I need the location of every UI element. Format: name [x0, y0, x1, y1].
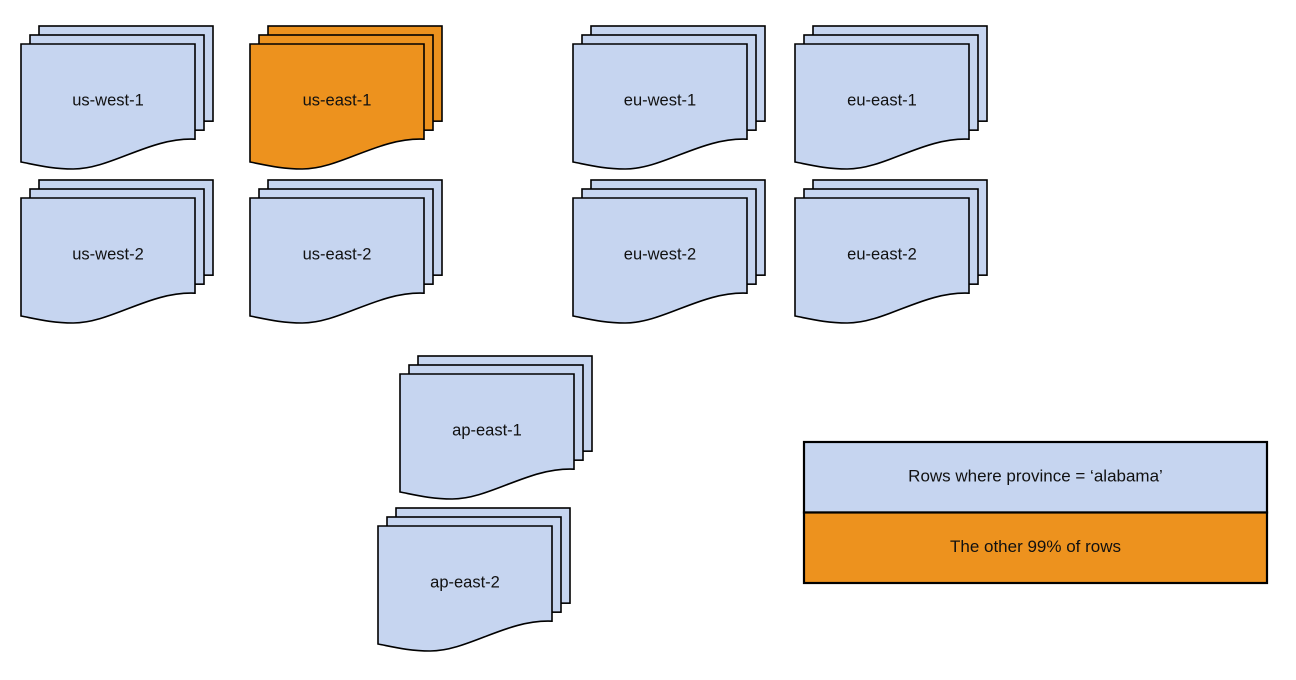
legend-rows-other-label: The other 99% of rows [950, 537, 1121, 556]
region-stack-front-document [572, 197, 748, 324]
region-stack-ap-east-1[interactable]: ap-east-1 [399, 355, 593, 500]
legend-row[interactable]: Rows where province = ‘alabama’ [802, 440, 1269, 514]
legend-group: Rows where province = ‘alabama’ The other… [802, 440, 1269, 585]
region-stack-label: eu-east-2 [847, 246, 917, 264]
region-stack-label: eu-west-1 [624, 92, 696, 110]
region-stack-eu-east-2[interactable]: eu-east-2 [794, 179, 988, 324]
region-stack-us-west-1[interactable]: us-west-1 [20, 25, 214, 170]
region-stack-label: eu-west-2 [624, 246, 696, 264]
region-stack-eu-west-1[interactable]: eu-west-1 [572, 25, 766, 170]
region-stack-us-east-1[interactable]: us-east-1 [249, 25, 443, 170]
legend-rows-other-swatch [802, 511, 1269, 585]
region-stack-ap-east-2[interactable]: ap-east-2 [377, 507, 571, 652]
region-stack-front-document [572, 43, 748, 170]
region-stack-front-document [249, 197, 425, 324]
legend-rows-match-label: Rows where province = ‘alabama’ [908, 467, 1163, 486]
region-stack-us-west-2[interactable]: us-west-2 [20, 179, 214, 324]
region-stacks-group: us-west-1 us-east-1 eu-west-1 eu-east-1 us-w… [20, 25, 988, 652]
region-stack-label: ap-east-1 [452, 422, 522, 440]
region-stack-label: us-east-1 [303, 92, 372, 110]
region-stack-front-document [377, 525, 553, 652]
region-stack-front-document [399, 373, 575, 500]
region-stack-front-document [249, 43, 425, 170]
legend-rows-match-swatch [802, 440, 1269, 514]
region-stack-label: us-west-1 [72, 92, 144, 110]
region-stack-front-document [20, 43, 196, 170]
region-stack-front-document [794, 197, 970, 324]
region-stack-us-east-2[interactable]: us-east-2 [249, 179, 443, 324]
legend-row[interactable]: The other 99% of rows [802, 511, 1269, 585]
region-stack-label: us-west-2 [72, 246, 144, 264]
region-stack-eu-east-1[interactable]: eu-east-1 [794, 25, 988, 170]
region-stack-label: ap-east-2 [430, 574, 500, 592]
region-stack-label: us-east-2 [303, 246, 372, 264]
region-stack-front-document [20, 197, 196, 324]
region-stack-front-document [794, 43, 970, 170]
region-stack-eu-west-2[interactable]: eu-west-2 [572, 179, 766, 324]
region-stack-label: eu-east-1 [847, 92, 917, 110]
